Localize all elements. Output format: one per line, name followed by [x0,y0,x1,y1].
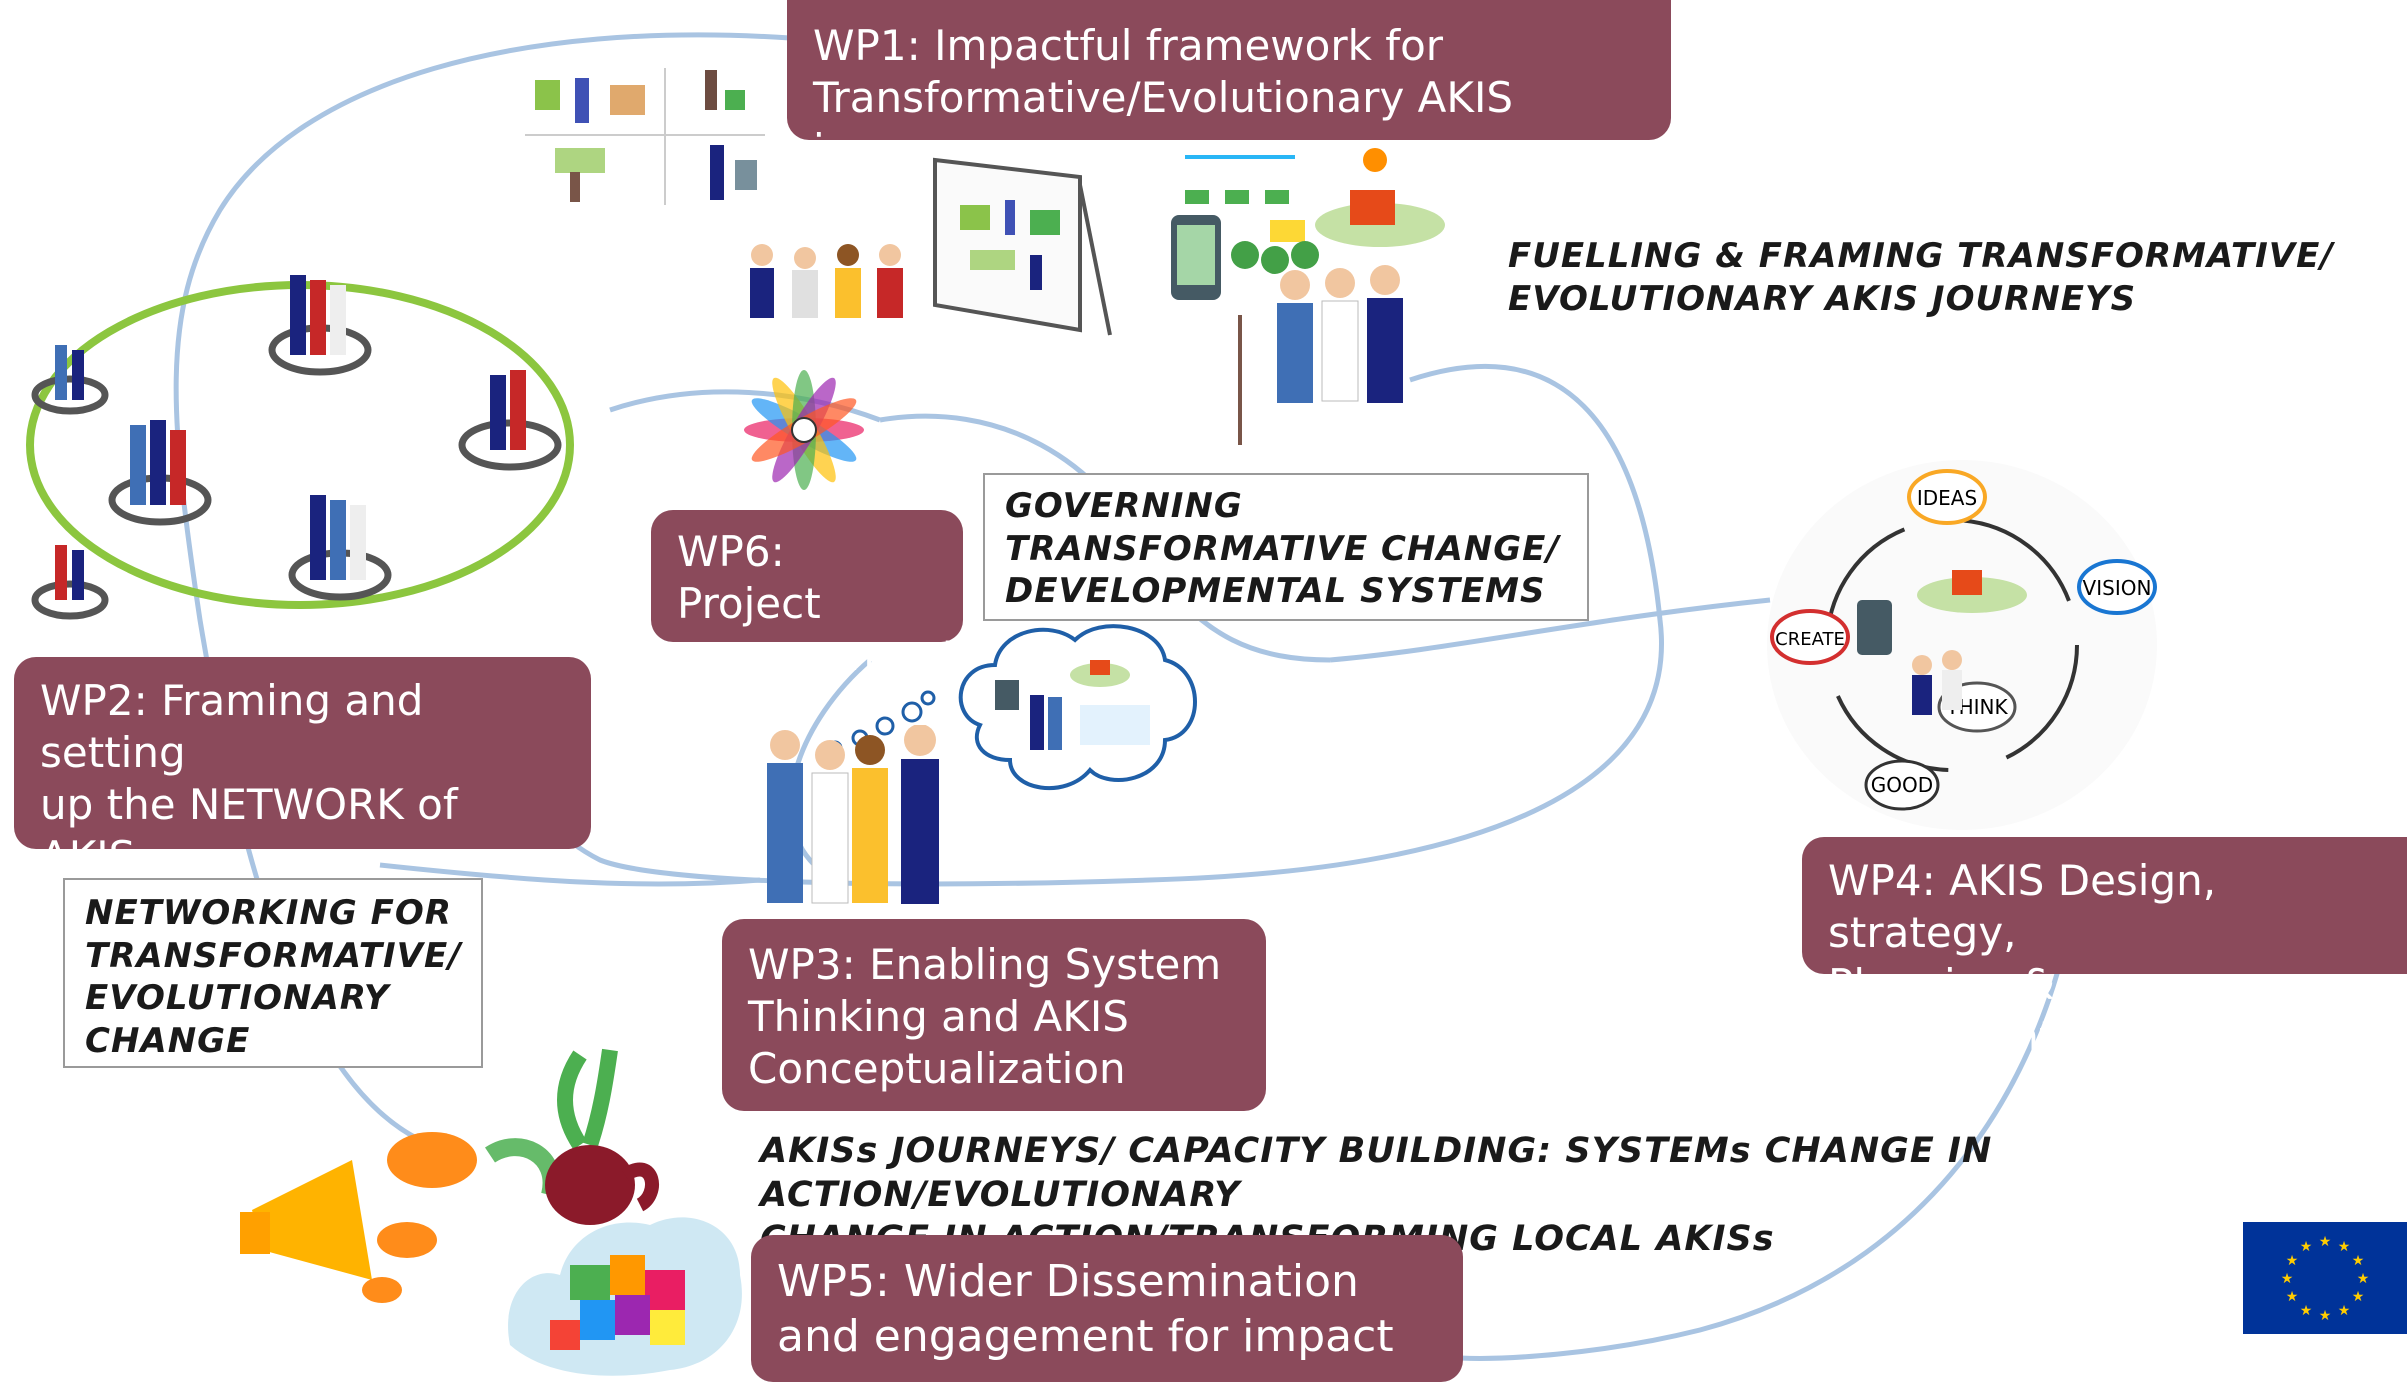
people-group-svg-1 [750,244,903,318]
europe-map-icon [490,1145,755,1385]
svg-text:★: ★ [2319,1308,2332,1324]
circle-word-ideas: IDEAS [1917,486,1977,510]
network-group-svg [26,275,574,620]
wp2-line-2: up the NETWORK of AKIS [40,780,458,882]
wp6-box: WP6: Project management [651,510,963,680]
fuelling-label: FUELLING & FRAMING TRANSFORMATIVE/ EVOLU… [1508,235,2334,320]
network-group-icon [10,245,590,640]
wp6-line-1: WP6: Project [677,527,821,629]
wp2-box: WP2: Framing and setting up the NETWORK … [14,657,591,933]
wp1-line-1: WP1: Impactful framework for [813,21,1444,70]
journeys-label: AKISs JOURNEYS/ CAPACITY BUILDING: SYSTE… [760,1130,2407,1261]
people-group-svg-2 [767,724,939,904]
governing-line-1: GOVERNING [1005,486,1243,526]
flower-diagram-svg [744,370,864,490]
wp3-line-3: Conceptualization [748,1044,1126,1094]
wp5-line-2: and engagement for impact [777,1310,1394,1362]
svg-text:★: ★ [2352,1289,2365,1305]
farm-scene-svg [1171,148,1445,445]
thought-cloud-icon [940,615,1210,805]
svg-text:★: ★ [2338,1239,2351,1255]
eu-flag-icon: ★★★★ ★★★★ ★★★★ [2243,1222,2407,1334]
svg-text:★: ★ [2352,1253,2365,1269]
wp1-box: WP1: Impactful framework for Transformat… [787,0,1671,174]
wp4-line-1: WP4: AKIS Design, strategy, [1828,856,2217,958]
journeys-line-1: AKISs JOURNEYS/ CAPACITY BUILDING: SYSTE… [760,1131,1993,1215]
networking-line-2: TRANSFORMATIVE/ [85,935,462,976]
wp4-line-2: Planning & Implementation [1828,960,2162,1062]
storyboard-svg [525,68,765,205]
svg-text:★: ★ [2300,1303,2313,1319]
flower-diagram-icon [727,355,882,505]
governing-line-2: TRANSFORMATIVE CHANGE/ [1005,528,1560,569]
farm-scene-icon [1165,145,1465,455]
europe-map-svg [508,1217,742,1376]
wp5-box: WP5: Wider Dissemination and engagement … [751,1235,1463,1382]
whiteboard-icon [930,155,1120,340]
wp6-line-2: management [677,631,959,681]
wp2-line-1: WP2: Framing and setting [40,676,424,778]
wp4-box: WP4: AKIS Design, strategy, Planning & I… [1802,837,2407,1061]
fuelling-line-2: EVOLUTIONARY AKIS JOURNEYS [1508,278,2137,319]
ideas-circle-icon: IDEAS VISION CREATE THINK GOOD [1762,455,2162,835]
people-group-icon [740,240,920,320]
svg-text:★: ★ [2319,1234,2332,1250]
megaphone-svg [240,1132,477,1303]
wp3-box: WP3: Enabling System Thinking and AKIS C… [722,919,1266,1111]
wp3-line-2: Thinking and AKIS [748,992,1129,1042]
ideas-circle-svg: IDEAS VISION CREATE THINK GOOD [1767,460,2157,830]
svg-text:★: ★ [2286,1289,2299,1305]
networking-label: NETWORKING FOR TRANSFORMATIVE/ EVOLUTION… [63,878,483,1068]
svg-text:★: ★ [2338,1303,2351,1319]
beetroot-icon [460,1045,670,1240]
svg-text:★: ★ [2281,1271,2294,1287]
storyboard-icon [515,60,773,210]
governing-line-3: DEVELOPMENTAL SYSTEMS [1005,571,1546,611]
circle-word-vision: VISION [2083,576,2152,600]
wp5-line-1: WP5: Wider Dissemination [777,1256,1359,1307]
thought-cloud-svg [958,624,1197,791]
wp3-line-1: WP3: Enabling System [748,940,1222,989]
governing-label: GOVERNING TRANSFORMATIVE CHANGE/ DEVELOP… [983,473,1589,621]
fuelling-line-1: FUELLING & FRAMING TRANSFORMATIVE/ [1508,236,2334,276]
networking-line-1: NETWORKING FOR [85,893,452,933]
svg-text:★: ★ [2300,1239,2313,1255]
people-group-icon [745,724,960,910]
networking-line-3: EVOLUTIONARY [85,978,390,1018]
beetroot-svg [485,1048,659,1225]
circle-word-good: GOOD [1871,773,1933,797]
svg-text:★: ★ [2357,1271,2370,1287]
megaphone-icon [232,1120,482,1320]
eu-flag-svg: ★★★★ ★★★★ ★★★★ [2243,1222,2407,1334]
circle-word-create: CREATE [1775,629,1845,650]
whiteboard-svg [933,157,1112,336]
svg-text:★: ★ [2286,1253,2299,1269]
networking-line-4: CHANGE [85,1020,251,1061]
